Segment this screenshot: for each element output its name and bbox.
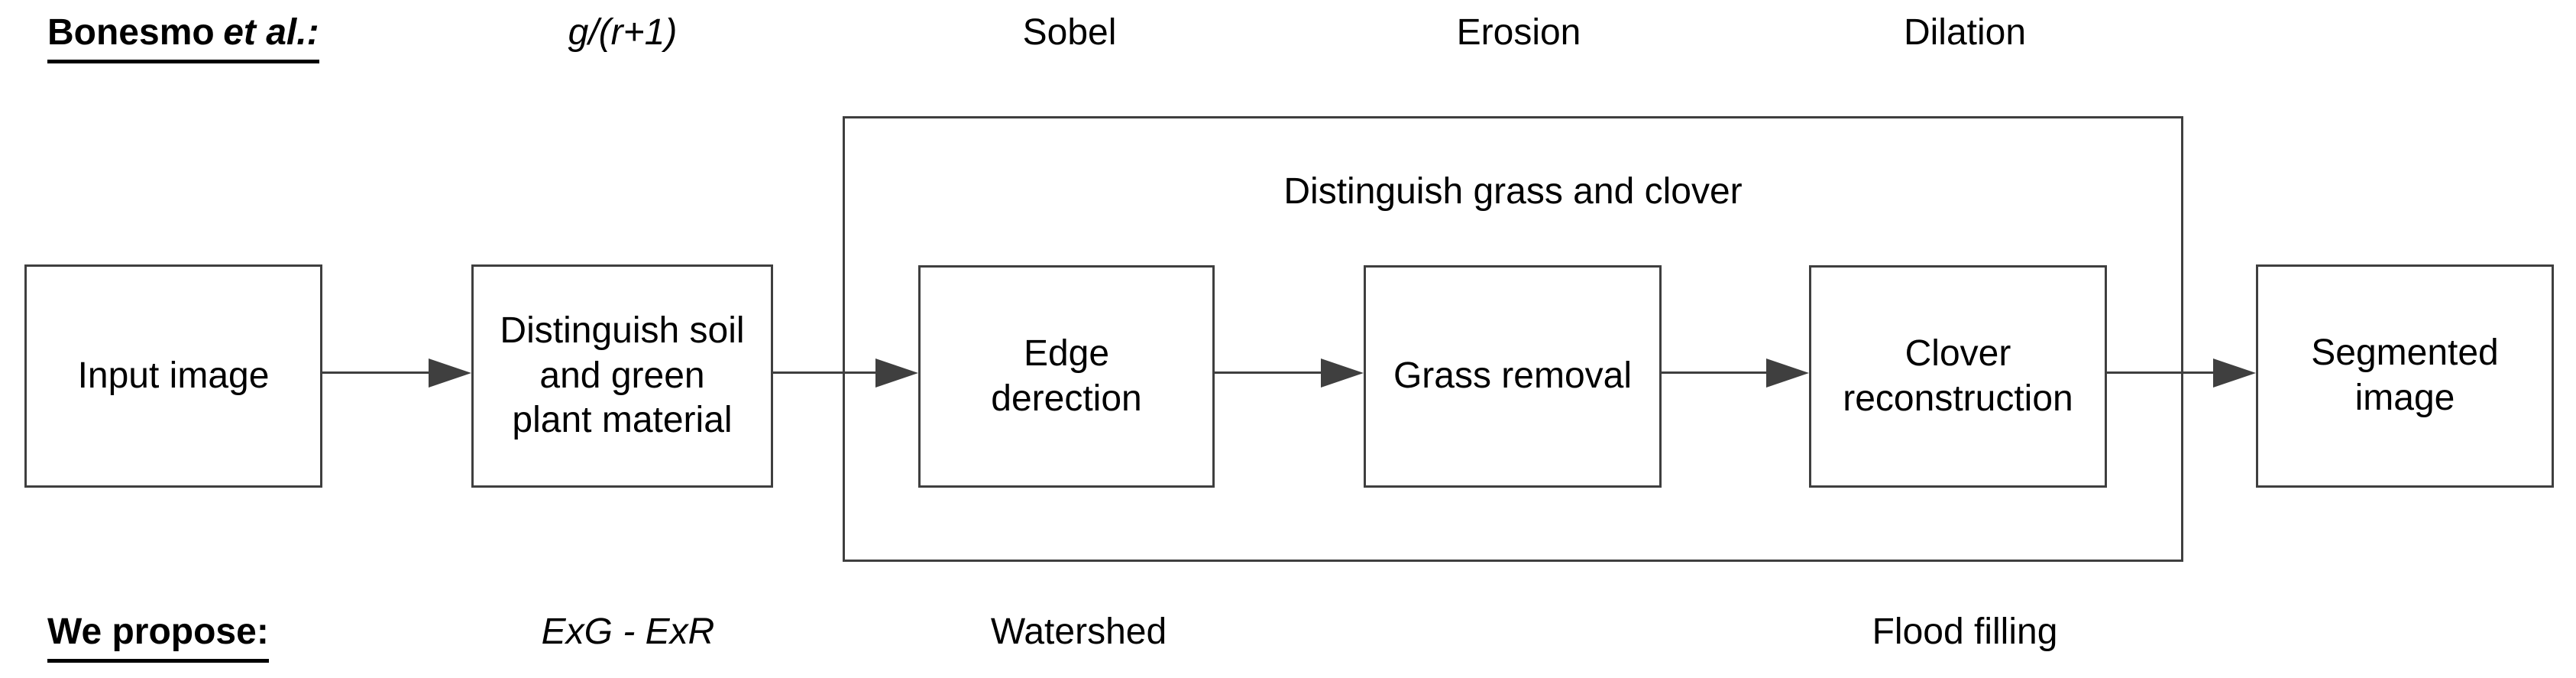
- arrow-shaft: [1662, 371, 1771, 374]
- arrow-shaft: [1215, 371, 1325, 374]
- arrow-clover-to-segmented: [2107, 358, 2256, 388]
- label-watershed: Watershed: [990, 611, 1167, 652]
- arrowhead-icon: [2213, 358, 2256, 388]
- box-grass-removal: Grass removal: [1364, 265, 1662, 488]
- arrow-grass-to-clover: [1662, 358, 1809, 388]
- box-distinguish-soil: Distinguish soil and green plant materia…: [471, 264, 773, 488]
- arrowhead-icon: [1766, 358, 1809, 388]
- label-dilation: Dilation: [1903, 12, 2027, 53]
- group-box-title: Distinguish grass and clover: [1283, 171, 1743, 212]
- arrow-shaft: [322, 371, 433, 374]
- bonesmo-etal-text: et al.:: [223, 12, 319, 53]
- arrow-input-to-soil: [322, 358, 471, 388]
- arrowhead-icon: [1321, 358, 1364, 388]
- box-clover-reconstruction: Clover reconstruction: [1809, 265, 2107, 488]
- label-formula-bonesmo: g/(r+1): [568, 12, 678, 53]
- we-propose-underline: We propose:: [47, 610, 269, 663]
- box-segmented-image: Segmented image: [2256, 264, 2554, 488]
- label-sobel: Sobel: [1022, 12, 1117, 53]
- box-edge-detection: Edge derection: [918, 265, 1215, 488]
- arrowhead-icon: [875, 358, 918, 388]
- arrowhead-icon: [429, 358, 471, 388]
- label-erosion: Erosion: [1456, 12, 1581, 53]
- label-we-propose: We propose:: [47, 610, 269, 663]
- box-input-image: Input image: [24, 264, 322, 488]
- arrow-edge-to-grass: [1215, 358, 1364, 388]
- label-formula-proposed: ExG - ExR: [541, 611, 715, 652]
- arrow-shaft: [773, 371, 880, 374]
- arrow-shaft: [2107, 371, 2218, 374]
- bonesmo-name-text: Bonesmo: [47, 12, 215, 53]
- arrow-soil-to-edge: [773, 358, 918, 388]
- label-flood-filling: Flood filling: [1872, 611, 2058, 652]
